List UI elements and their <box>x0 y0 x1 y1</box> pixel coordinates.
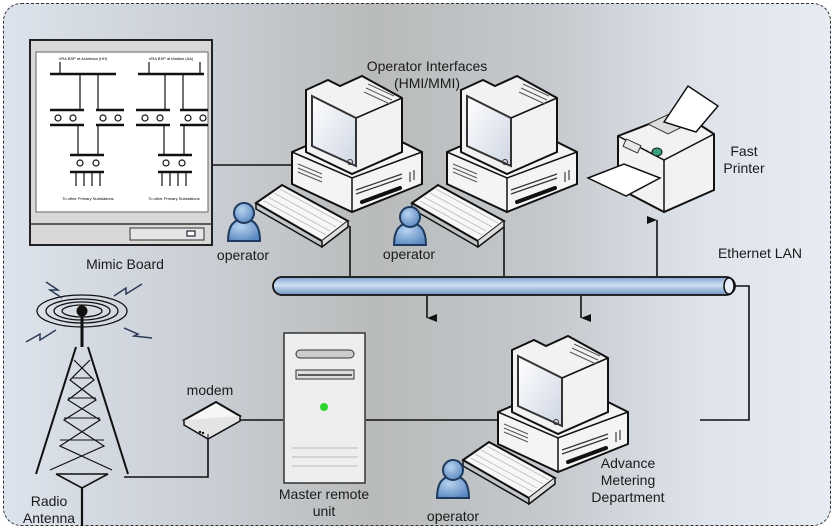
hmi-workstation-1 <box>290 74 424 214</box>
master-remote-label-line1: Master remote <box>278 486 370 502</box>
master-remote-unit <box>283 332 366 484</box>
advance-metering-label-line2: Metering <box>600 472 656 488</box>
operator-icon <box>436 459 470 499</box>
radio-antenna-icon <box>25 281 153 526</box>
mimic-outgoing-left: To other Primary Substations <box>62 196 113 201</box>
lan-to-amd-right-line <box>700 285 750 421</box>
mimic-station-right: VRA BSP at Mallam (AA) <box>149 56 194 61</box>
operator-interfaces-label-line1: Operator Interfaces <box>366 58 488 74</box>
operator-label: operator <box>382 246 436 262</box>
modem-icon <box>181 400 243 440</box>
operator-interfaces-label: Operator Interfaces (HMI/MMI) <box>352 58 502 92</box>
advance-metering-label-line1: Advance <box>600 455 656 471</box>
modem-to-antenna-line <box>124 437 209 478</box>
advance-metering-label-line3: Department <box>591 489 665 505</box>
connection-lines <box>124 164 750 478</box>
radio-antenna-label-line2: Antenna <box>22 510 76 526</box>
mimic-station-left: VRA BSP at Achimota (HH) <box>59 56 108 61</box>
master-remote-label: Master remote unit <box>264 486 384 520</box>
status-led <box>320 403 328 411</box>
ethernet-lan-bus <box>272 276 736 296</box>
operator-label: operator <box>216 247 270 263</box>
operator-icon <box>227 202 261 242</box>
mimic-board: VRA BSP at Achimota (HH) VRA BSP at Mall… <box>29 39 213 246</box>
fast-printer-label: Fast Printer <box>714 143 774 177</box>
fast-printer-label-line1: Fast <box>730 143 758 159</box>
operator-label: operator <box>426 508 480 524</box>
amd-workstation <box>496 334 630 474</box>
radio-antenna-label-line1: Radio <box>30 493 68 509</box>
ethernet-lan-label: Ethernet LAN <box>717 245 803 261</box>
fast-printer-label-line2: Printer <box>723 160 765 176</box>
hmi-workstation-2 <box>445 74 579 214</box>
printer-icon <box>586 84 720 214</box>
operator-icon <box>393 206 427 246</box>
radio-antenna-label: Radio Antenna <box>14 493 84 527</box>
mimic-board-label: Mimic Board <box>86 256 164 272</box>
modem-label: modem <box>186 382 234 398</box>
mimic-outgoing-right: To other Primary Substations <box>148 196 199 201</box>
operator-interfaces-label-line2: (HMI/MMI) <box>393 75 461 91</box>
master-remote-label-line2: unit <box>312 503 336 519</box>
advance-metering-label: Advance Metering Department <box>578 455 678 506</box>
single-line-schematic <box>50 62 208 186</box>
